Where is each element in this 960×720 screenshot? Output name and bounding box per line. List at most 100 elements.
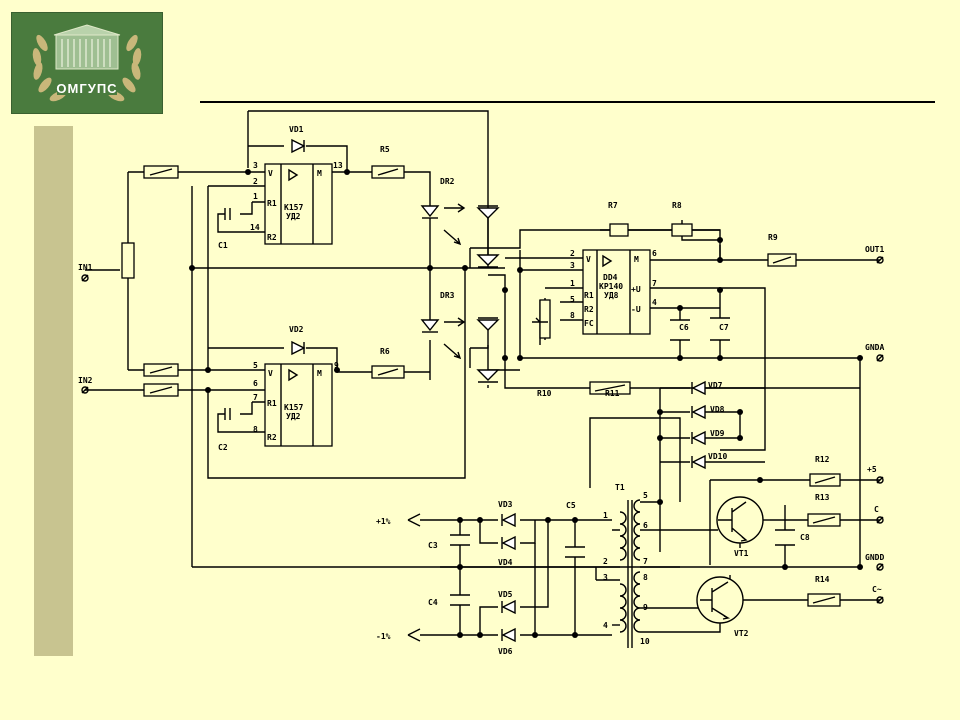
u3-pin-fc: FC	[584, 319, 594, 328]
pin-num: 10	[640, 637, 650, 646]
label-r10: R10	[537, 389, 552, 398]
pin-num: 7	[643, 557, 648, 566]
u3-pin-mu: -U	[631, 305, 641, 314]
pin-num: 8	[570, 311, 575, 320]
pin-num: 6	[643, 521, 648, 530]
pin-num: 6	[652, 249, 657, 258]
u2-pin-r2: R2	[267, 433, 277, 442]
label-r5: R5	[380, 145, 390, 154]
label-vd5: VD5	[498, 590, 513, 599]
label-out1: OUT1	[865, 245, 884, 254]
pin-num: 7	[652, 279, 657, 288]
pin-num: 7	[253, 393, 258, 402]
terminals	[81, 256, 884, 642]
u3-part: УД8	[604, 291, 619, 300]
pin-num: 9	[643, 603, 648, 612]
label-r8: R8	[672, 201, 682, 210]
label-t1: T1	[615, 483, 625, 492]
label-r13: R13	[815, 493, 830, 502]
pin-num: 1	[253, 192, 258, 201]
institution-logo: ОМГУПС	[11, 12, 163, 114]
label-vd10: VD10	[708, 452, 727, 461]
label-c8: C8	[800, 533, 810, 542]
pin-num: 1	[570, 279, 575, 288]
pin-num: 4	[603, 621, 608, 630]
junction-dots	[189, 169, 863, 638]
pin-num: 5	[570, 295, 575, 304]
pin-num: 8	[253, 425, 258, 434]
label-c6: C6	[679, 323, 689, 332]
transistors	[696, 496, 764, 624]
label-vd3: VD3	[498, 500, 513, 509]
label-vd6: VD6	[498, 647, 513, 656]
pin-num: 2	[253, 177, 258, 186]
label-c2: C2	[218, 443, 228, 452]
u1-part: УД2	[286, 212, 301, 221]
label-r9: R9	[768, 233, 778, 242]
pin-num: 2	[570, 249, 575, 258]
wires	[85, 110, 880, 636]
label-dr2: DR2	[440, 177, 455, 186]
pin-num: 14	[250, 223, 260, 232]
label-dr3: DR3	[440, 291, 455, 300]
label-vd8: VD8	[710, 405, 725, 414]
pin-num: 8	[643, 573, 648, 582]
u2-name: К157	[284, 403, 303, 412]
ic-u3	[582, 249, 651, 335]
u2-part: УД2	[286, 412, 301, 421]
u2-pin-m: M	[317, 369, 322, 378]
label-vd2: VD2	[289, 325, 304, 334]
u1-name: К157	[284, 203, 303, 212]
pin-num: 2	[603, 557, 608, 566]
u3-pin-r2: R2	[584, 305, 594, 314]
pin-num: 3	[570, 261, 575, 270]
pin-num: 5	[253, 361, 258, 370]
label-in2: IN2	[78, 376, 93, 385]
ic-u1	[264, 163, 333, 245]
labels: IN1 IN2 OUT1 GNDA +5 C GNDD C~ +1% -1% R…	[78, 125, 884, 656]
u3-pin-m: M	[634, 255, 639, 264]
label-c7: C7	[719, 323, 729, 332]
label-c: C	[874, 505, 879, 514]
trimmer-r10	[532, 317, 548, 323]
label-r12: R12	[815, 455, 830, 464]
u1-pin-r1: R1	[267, 199, 277, 208]
logo-text: ОМГУПС	[56, 81, 118, 96]
label-plus15: +1%	[376, 517, 391, 526]
label-vt2: VT2	[734, 629, 749, 638]
label-r14: R14	[815, 575, 830, 584]
resistor-marks	[149, 168, 836, 604]
label-r11: R11	[605, 389, 620, 398]
ic-u2	[264, 363, 333, 447]
label-in1: IN1	[78, 263, 93, 272]
label-r7: R7	[608, 201, 618, 210]
label-c4: C4	[428, 598, 438, 607]
u2-pin-v: V	[268, 369, 273, 378]
pin-num: 1	[603, 511, 608, 520]
pin-num: 9	[334, 361, 339, 370]
u3-pin-pu: +U	[631, 285, 641, 294]
label-c3: C3	[428, 541, 438, 550]
capacitors	[224, 208, 795, 606]
label-c-tilde: C~	[872, 585, 882, 594]
u2-pin-r1: R1	[267, 399, 277, 408]
laurel-building-emblem	[32, 24, 142, 102]
side-bar	[34, 126, 73, 656]
label-vt1: VT1	[734, 549, 749, 558]
label-minus15: -1%	[376, 632, 391, 641]
u3-name: DD4	[603, 273, 618, 282]
u1-pin-m: M	[317, 169, 322, 178]
u3-pin-r1: R1	[584, 291, 594, 300]
header-rule	[200, 101, 935, 103]
u3-type: КР140	[599, 282, 623, 291]
label-plus5: +5	[867, 465, 877, 474]
label-vd1: VD1	[289, 125, 304, 134]
pin-num: 4	[652, 298, 657, 307]
label-r6: R6	[380, 347, 390, 356]
opto-arrows	[443, 203, 471, 368]
u1-pin-r2: R2	[267, 233, 277, 242]
label-gndd: GNDD	[865, 553, 884, 562]
label-c1: C1	[218, 241, 228, 250]
pin-num: 3	[253, 161, 258, 170]
